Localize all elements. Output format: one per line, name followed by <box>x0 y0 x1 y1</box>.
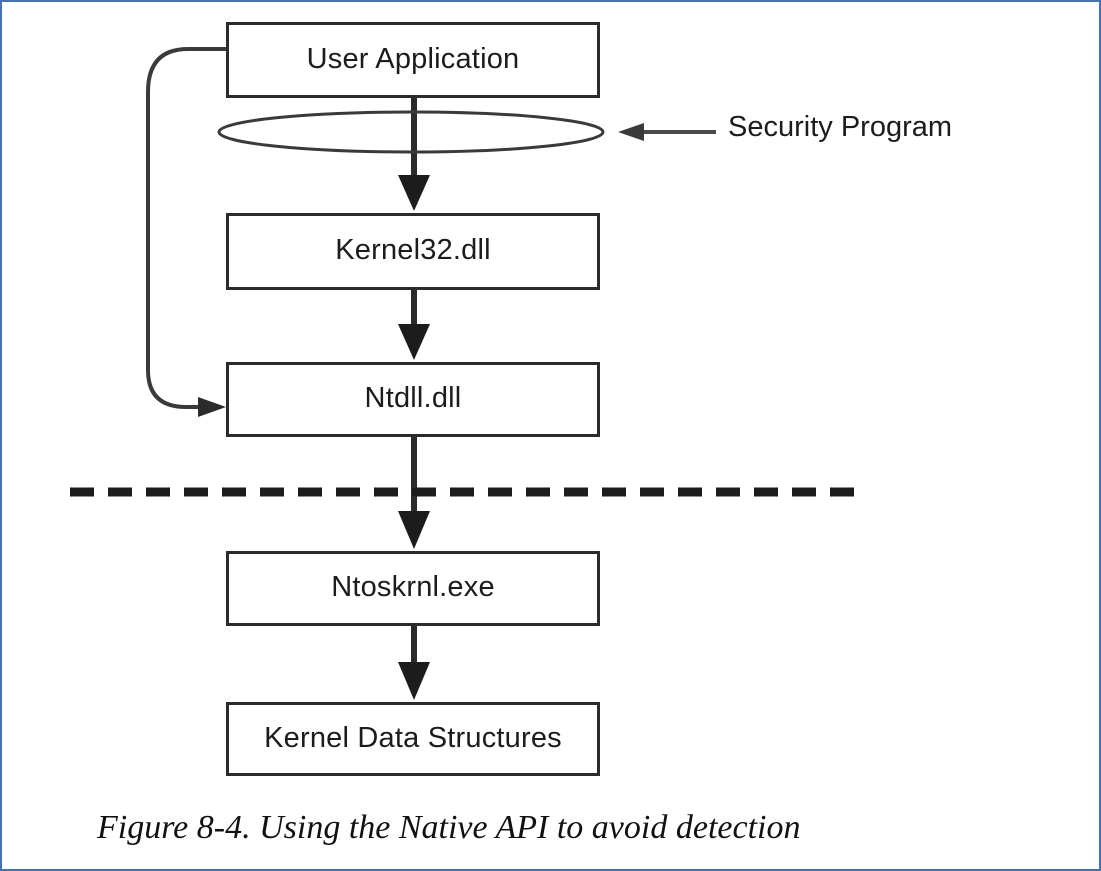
node-kernel-data-label: Kernel Data Structures <box>264 721 562 754</box>
node-user-application: User Application <box>226 22 600 98</box>
node-kernel32-label: Kernel32.dll <box>335 234 491 266</box>
edge-bypass-user-application-to-ntdll <box>146 47 226 417</box>
node-ntoskrnl-label: Ntoskrnl.exe <box>331 571 495 603</box>
security-program-label: Security Program <box>728 111 953 143</box>
figure-caption: Figure 8-4. Using the Native API to avoi… <box>97 809 801 846</box>
node-kernel32: Kernel32.dll <box>226 213 600 290</box>
node-ntdll-label: Ntdll.dll <box>364 382 462 414</box>
node-user-application-label: User Application <box>306 42 520 75</box>
security-hook-ellipse <box>217 110 605 154</box>
edge-user-application-to-kernel32 <box>398 98 430 211</box>
edge-ntoskrnl-to-kernel-data <box>398 626 430 700</box>
edge-ntdll-to-ntoskrnl <box>398 437 430 549</box>
node-ntoskrnl: Ntoskrnl.exe <box>226 551 600 626</box>
node-ntdll: Ntdll.dll <box>226 362 600 437</box>
node-kernel-data: Kernel Data Structures <box>226 702 600 776</box>
security-program-arrow <box>618 123 716 141</box>
edge-kernel32-to-ntdll <box>398 290 430 360</box>
